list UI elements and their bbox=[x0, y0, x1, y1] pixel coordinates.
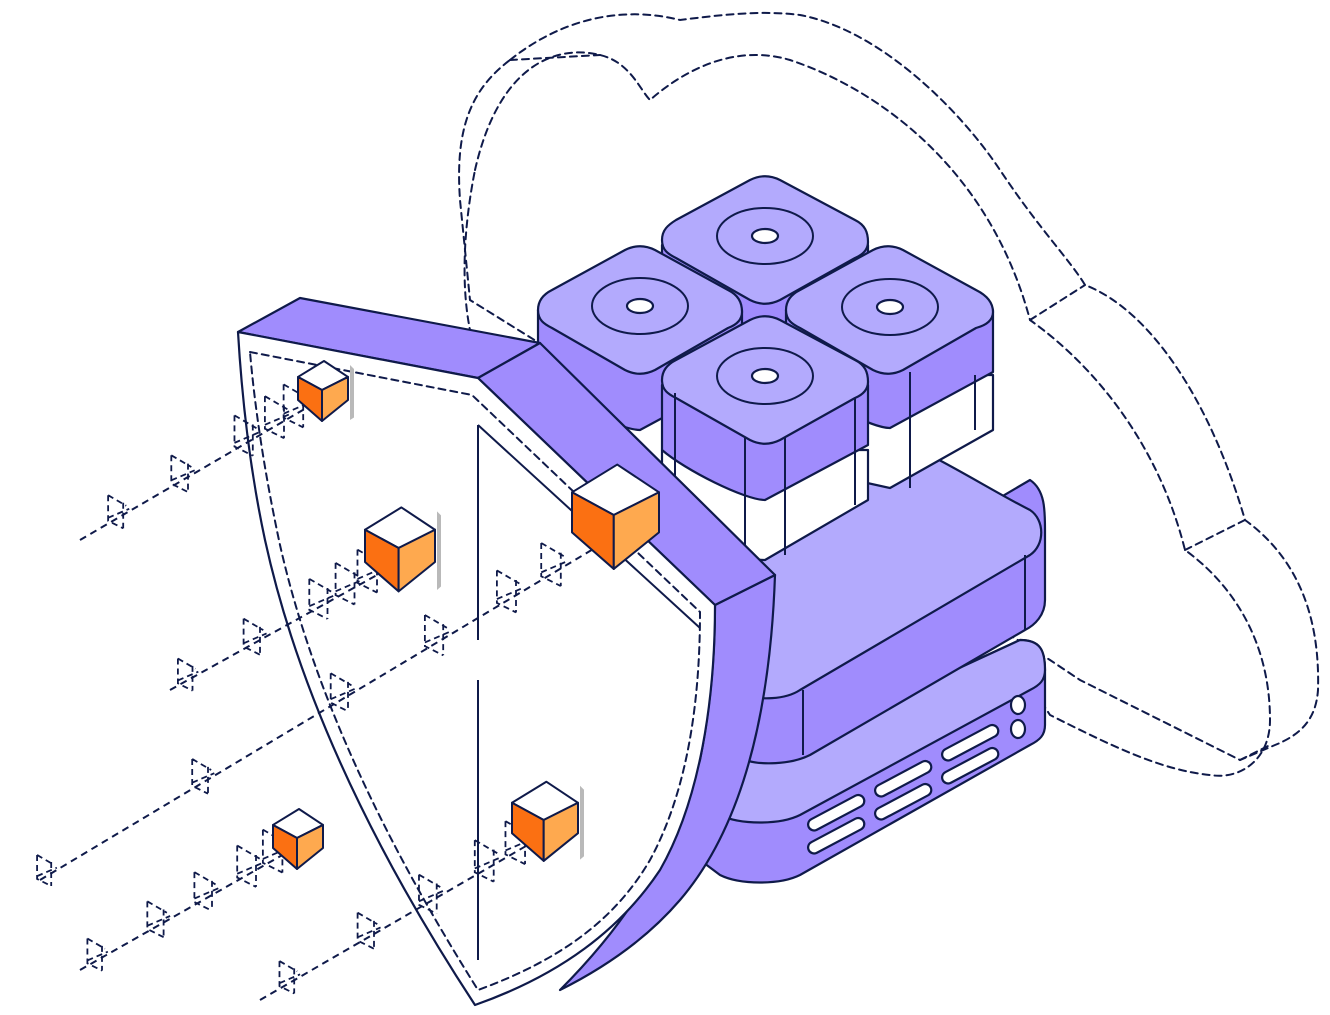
packet-right bbox=[321, 375, 349, 422]
trail-marker bbox=[236, 844, 264, 888]
trail-marker bbox=[423, 614, 451, 657]
packet-trail bbox=[79, 828, 301, 972]
trail-line bbox=[169, 564, 396, 691]
server-upper-edge bbox=[802, 555, 1026, 755]
trail-marker bbox=[473, 839, 502, 883]
trail-marker bbox=[146, 900, 171, 938]
shield-inner-border bbox=[248, 350, 702, 992]
trail-marker bbox=[418, 873, 445, 915]
trail-marker bbox=[329, 672, 356, 713]
data-packets bbox=[36, 360, 660, 1001]
trail-marker bbox=[282, 383, 312, 429]
trail-marker bbox=[193, 871, 220, 912]
data-packet-icon bbox=[571, 463, 660, 570]
cloud-edge-2 bbox=[1184, 519, 1246, 551]
data-packet-icon bbox=[297, 360, 354, 422]
trail-marker bbox=[278, 960, 301, 995]
cloud-icon bbox=[458, 11, 1320, 777]
trail-marker bbox=[540, 542, 569, 587]
data-packet-icon bbox=[364, 506, 441, 593]
trail-marker bbox=[177, 657, 199, 692]
trail-marker bbox=[356, 911, 381, 950]
storage-cube-icon bbox=[660, 315, 870, 562]
trail-marker bbox=[36, 854, 58, 887]
cloud-edge-1 bbox=[1029, 284, 1086, 321]
packet-shadow bbox=[437, 511, 441, 590]
cloud-back-outline bbox=[458, 11, 1320, 762]
packet-shadow bbox=[580, 785, 584, 860]
server-vents bbox=[807, 723, 1000, 855]
trail-marker bbox=[191, 758, 215, 795]
packet-right bbox=[542, 801, 579, 862]
server-led-1 bbox=[1009, 694, 1027, 716]
trail-marker bbox=[242, 617, 267, 656]
cloud-edge-4 bbox=[509, 54, 601, 61]
trail-marker bbox=[496, 569, 524, 614]
cloud-front-outline bbox=[463, 51, 1272, 777]
storage-cubes bbox=[536, 175, 995, 562]
trail-line bbox=[79, 399, 321, 541]
packet-right bbox=[296, 823, 324, 870]
trail-marker bbox=[86, 937, 109, 972]
trail-marker bbox=[308, 578, 336, 620]
trail-line bbox=[259, 834, 546, 1001]
trail-marker bbox=[334, 562, 363, 606]
trail-marker bbox=[233, 414, 261, 457]
packet-trail bbox=[79, 383, 321, 541]
trail-line bbox=[39, 544, 601, 881]
packet-right bbox=[397, 528, 436, 593]
cloud-edge-3 bbox=[1239, 744, 1271, 761]
packet-right bbox=[612, 491, 660, 570]
server-led-2 bbox=[1009, 718, 1027, 740]
trail-line bbox=[79, 844, 301, 971]
trail-marker bbox=[107, 494, 130, 530]
packet-shadow bbox=[350, 365, 354, 420]
data-packet-icon bbox=[272, 808, 324, 870]
trail-marker bbox=[170, 454, 196, 493]
packet-trail bbox=[36, 542, 601, 887]
trail-marker bbox=[264, 395, 292, 439]
data-packet-icon bbox=[511, 780, 584, 862]
